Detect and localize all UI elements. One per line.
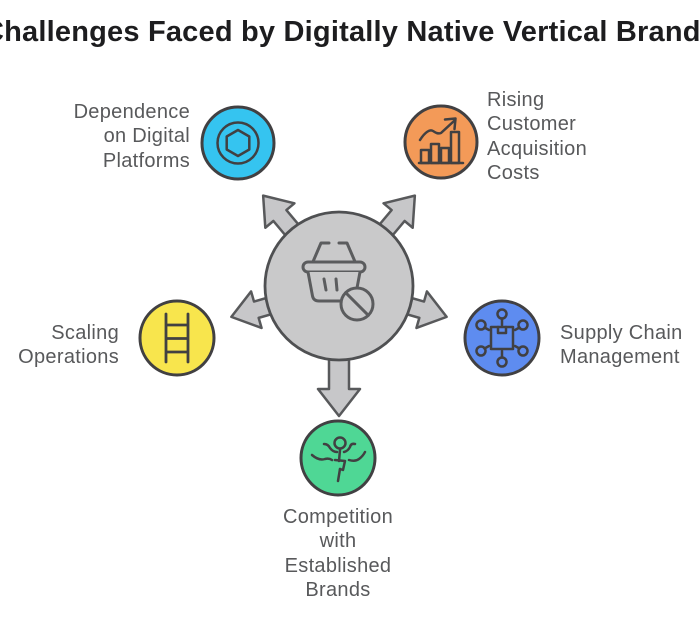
basket-handle xyxy=(310,241,358,266)
finish-ribbon-left xyxy=(310,453,334,462)
basket-rim xyxy=(301,260,367,274)
network-link xyxy=(483,326,491,332)
node-circle xyxy=(403,104,479,180)
shopping-basket-blocked-icon xyxy=(301,241,375,322)
ladder xyxy=(164,312,190,364)
package-flap xyxy=(496,325,508,335)
growth-chart-icon xyxy=(417,117,465,165)
ladder-icon xyxy=(164,312,190,364)
hexagon-target-icon xyxy=(216,121,260,165)
central-hub xyxy=(263,210,415,362)
finish-ribbon-right xyxy=(347,450,367,463)
label-rising-customer-acquisition-costs: Rising Customer Acquisition Costs xyxy=(487,89,588,185)
label-competition-established-brands: Competition with Established Brands xyxy=(282,506,394,602)
node-dependence-digital-platforms xyxy=(200,105,276,181)
winner-left-arm xyxy=(322,442,339,454)
node-rising-customer-acquisition-costs xyxy=(403,104,479,180)
network-node xyxy=(475,345,487,357)
node-circle xyxy=(200,105,276,181)
winner-leg xyxy=(336,467,342,483)
hexagon xyxy=(225,128,251,158)
bar xyxy=(439,146,451,165)
network-node xyxy=(517,319,529,331)
network-link xyxy=(513,326,521,332)
label-supply-chain-management: Supply Chain Management xyxy=(560,322,683,369)
node-circle xyxy=(463,299,541,377)
network-link xyxy=(483,344,491,350)
node-competition-established-brands xyxy=(299,419,377,497)
finish-line-winner-icon xyxy=(310,436,367,483)
bar xyxy=(429,142,441,165)
node-supply-chain-management xyxy=(463,299,541,377)
bar xyxy=(419,148,431,165)
distribution-network-icon xyxy=(475,308,529,368)
network-node xyxy=(517,345,529,357)
target-ring xyxy=(216,121,260,165)
node-scaling-operations xyxy=(138,299,216,377)
label-dependence-digital-platforms: Dependence on Digital Platforms xyxy=(73,101,190,172)
winner-hips xyxy=(333,458,347,472)
node-circle xyxy=(299,419,377,497)
trend-line xyxy=(418,119,456,142)
network-link xyxy=(513,344,521,350)
winner-right-arm xyxy=(342,442,357,454)
trend-arrowhead xyxy=(443,117,457,131)
package-box xyxy=(489,325,515,351)
network-node xyxy=(475,319,487,331)
bar xyxy=(449,130,461,165)
page-title: Challenges Faced by Digitally Native Ver… xyxy=(0,16,700,48)
no-sign-slash xyxy=(344,291,370,317)
label-scaling-operations: Scaling Operations xyxy=(18,322,119,369)
winner-head xyxy=(333,436,347,450)
basket-slats xyxy=(322,277,339,292)
